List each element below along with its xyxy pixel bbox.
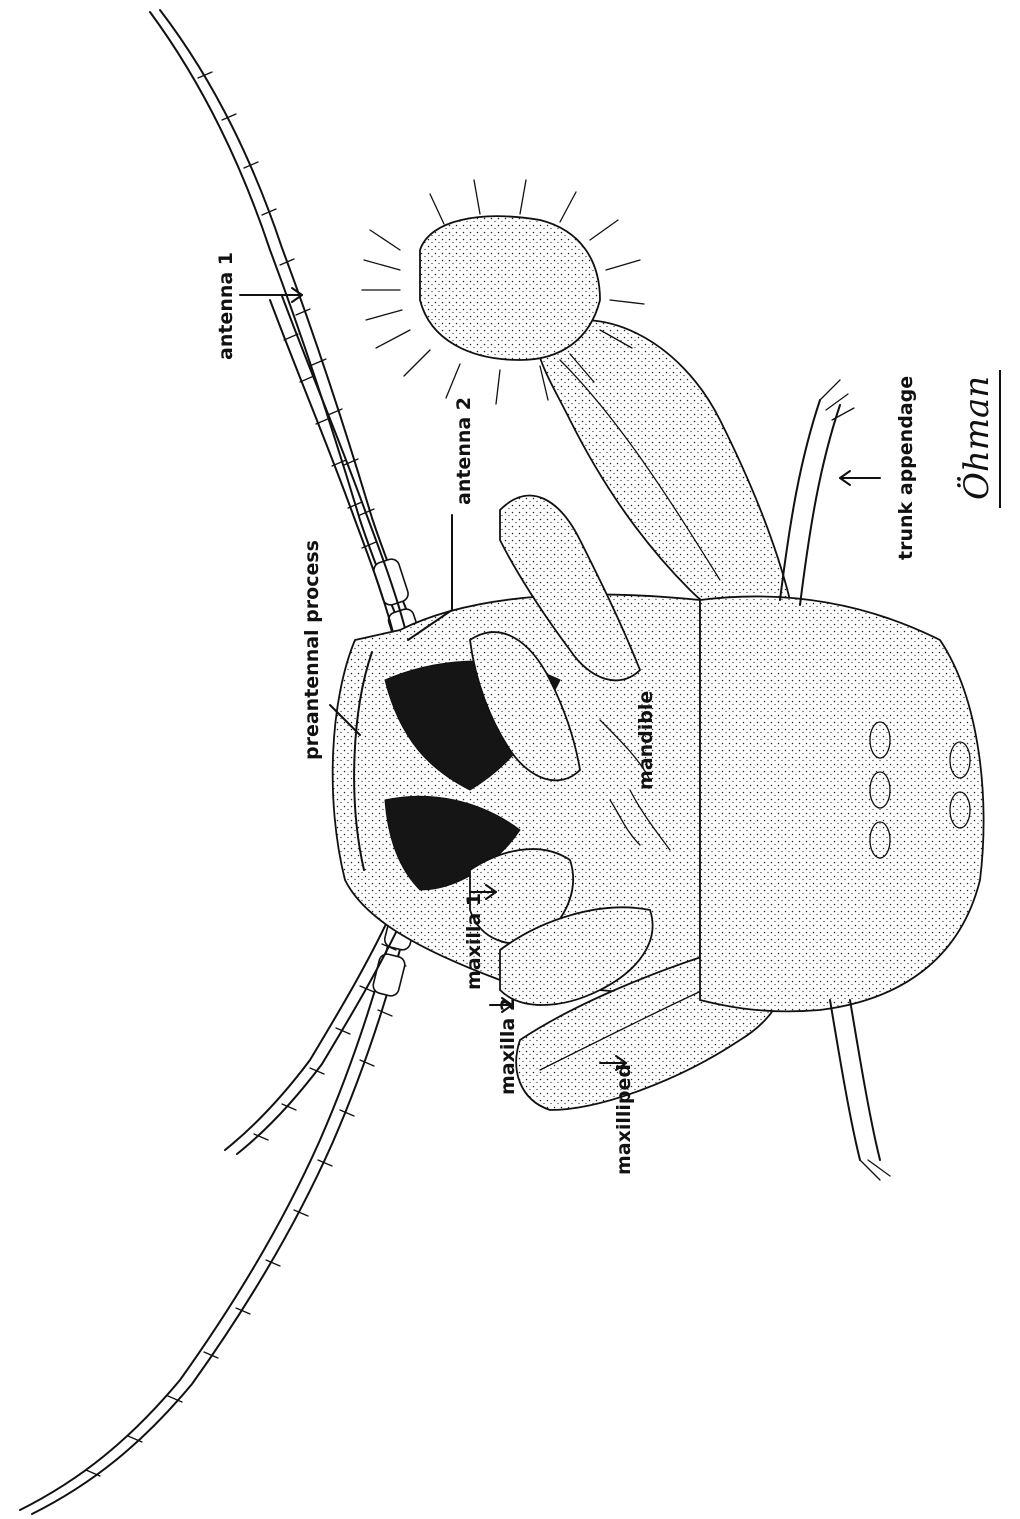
label-maxilliped: maxilliped	[613, 1064, 635, 1175]
label-maxilla-2: maxilla 2	[497, 998, 519, 1095]
antenna-2-lower	[225, 905, 407, 1154]
trunk-appendage-upper	[780, 380, 854, 605]
trunk-appendage-lower	[830, 1000, 890, 1180]
label-preantennal-process: preantennal process	[301, 540, 323, 760]
antenna-1-lower	[20, 900, 419, 1514]
label-antenna-2: antenna 2	[453, 397, 475, 505]
label-mandible: mandible	[635, 691, 657, 790]
label-antenna-1: antenna 1	[215, 252, 237, 360]
signature-text: Öhman	[956, 376, 997, 500]
trunk	[700, 596, 984, 1011]
label-maxilla-1: maxilla 1	[463, 893, 485, 990]
label-trunk-appendage: trunk appendage	[895, 376, 917, 560]
artist-signature: Öhman	[956, 370, 1000, 508]
